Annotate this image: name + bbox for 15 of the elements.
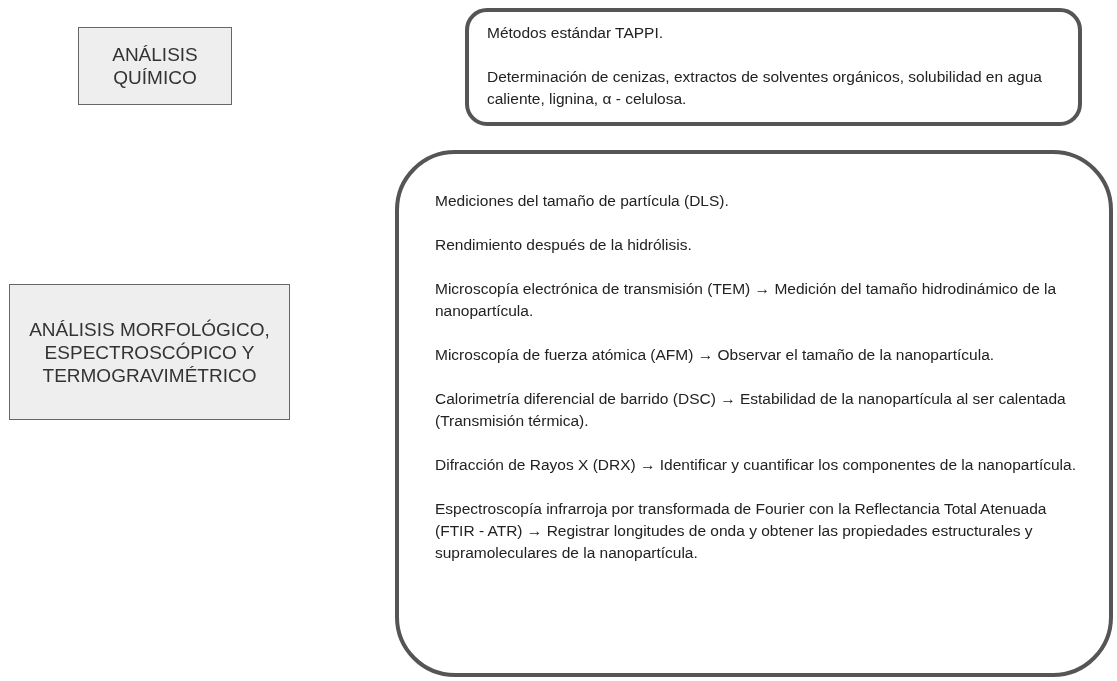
category-box	[9, 284, 290, 420]
description-text: Espectroscopía infrarroja por transformada de Fourier con la Reflectancia Total Atenuada (FTIR - ATR) → Registrar longitudes de onda y obtener las propiedades estructurales y supramoleculares de la nanopartícula.	[435, 499, 1048, 563]
description-text: Microscopía electrónica de transmisión (TEM) → Medición del tamaño hidrodinámico de la nanopartícula.	[435, 279, 1058, 321]
category-box	[78, 27, 232, 105]
description-text: Calorimetría diferencial de barrido (DSC) → Estabilidad de la nanopartícula al ser calentada (Transmisión térmica).	[435, 389, 1067, 431]
category-label: ANÁLISIS QUÍMICO	[111, 43, 199, 89]
description-text: Determinación de cenizas, extractos de solventes orgánicos, solubilidad en agua caliente, lignina, α - celulosa.	[487, 67, 1043, 109]
description-text: Mediciones del tamaño de partícula (DLS).	[435, 191, 730, 211]
description-box	[465, 8, 1082, 126]
category-label: ANÁLISIS MORFOLÓGICO, ESPECTROSCÓPICO Y TERMOGRAVIMÉTRICO	[28, 317, 271, 387]
description-box	[395, 150, 1113, 677]
description-text: Microscopía de fuerza atómica (AFM) → Observar el tamaño de la nanopartícula.	[435, 345, 996, 365]
description-text: Métodos estándar TAPPI.	[487, 23, 665, 43]
description-text: Rendimiento después de la hidrólisis.	[435, 235, 693, 255]
description-text: Difracción de Rayos X (DRX) → Identificar y cuantificar los componentes de la nanopartícula.	[435, 455, 1077, 475]
